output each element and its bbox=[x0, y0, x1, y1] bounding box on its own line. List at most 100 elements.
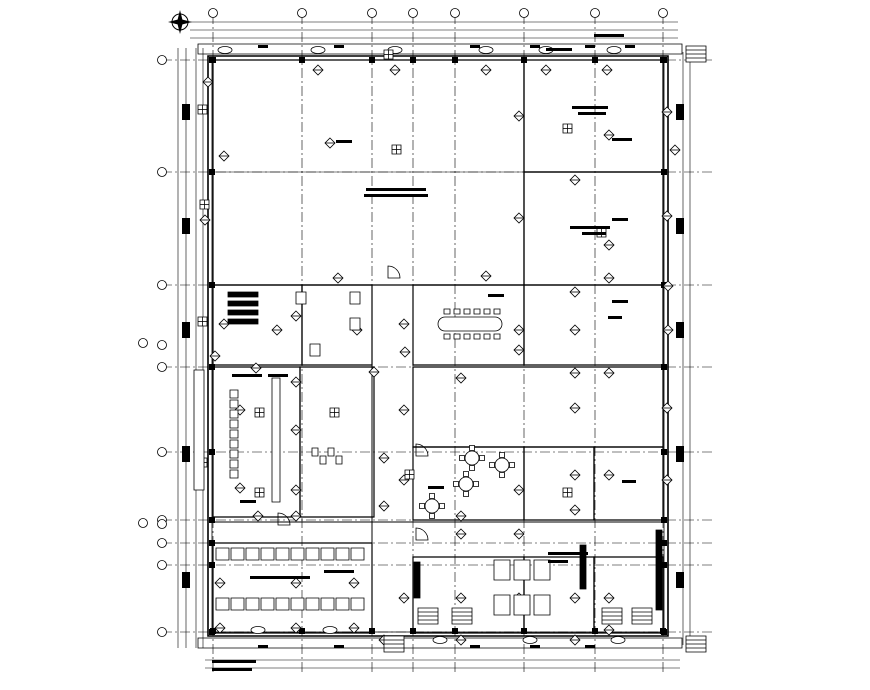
door-swing-icon bbox=[387, 265, 401, 279]
locker bbox=[230, 450, 238, 458]
shelving-unit bbox=[306, 548, 319, 560]
column bbox=[661, 562, 667, 568]
shelving-unit bbox=[321, 598, 334, 610]
column-grid-bubble-icon bbox=[451, 9, 460, 18]
shelving-unit bbox=[351, 548, 364, 560]
canopy-tick bbox=[334, 645, 344, 648]
canopy-tick bbox=[258, 645, 268, 648]
round-table-icon bbox=[425, 499, 439, 513]
column-grid-bubble-icon bbox=[158, 281, 167, 290]
room-tag-block bbox=[548, 560, 568, 563]
room-office-south-east-3 bbox=[594, 557, 663, 633]
room-tag-block bbox=[364, 194, 428, 197]
room-tag-block bbox=[612, 138, 632, 141]
shelving-unit bbox=[246, 598, 259, 610]
room-tag-blocks bbox=[212, 34, 636, 671]
chair bbox=[474, 334, 480, 339]
column bbox=[209, 517, 215, 523]
column-grid-bubbles bbox=[139, 9, 668, 637]
column bbox=[209, 449, 215, 455]
round-table-icon bbox=[465, 451, 479, 465]
exterior-vent bbox=[182, 446, 190, 462]
room-tag-block bbox=[212, 668, 252, 671]
column-grid-bubble-icon bbox=[520, 9, 529, 18]
bench bbox=[194, 370, 204, 490]
column-grid-bubble-icon bbox=[409, 9, 418, 18]
exterior-vent bbox=[182, 104, 190, 120]
chair bbox=[454, 334, 460, 339]
column bbox=[209, 57, 215, 63]
locker bbox=[230, 390, 238, 398]
kitchen-counter bbox=[580, 545, 586, 589]
chair bbox=[454, 482, 459, 487]
column bbox=[661, 449, 667, 455]
toilet-stall-icon bbox=[534, 560, 550, 580]
chair bbox=[510, 463, 515, 468]
shelving-unit bbox=[276, 598, 289, 610]
column bbox=[661, 629, 667, 635]
column-grid-bubble-icon bbox=[591, 9, 600, 18]
exterior-vent bbox=[676, 572, 684, 588]
chair bbox=[470, 446, 475, 451]
column-grid-bubble-icon bbox=[158, 341, 167, 350]
room-office-south-east-2 bbox=[594, 447, 663, 520]
room-tag-block bbox=[622, 480, 636, 483]
column bbox=[592, 628, 598, 634]
toilet-stall-icon bbox=[514, 595, 530, 615]
exterior-wall-outer bbox=[208, 56, 668, 636]
exterior-vent bbox=[182, 572, 190, 588]
column bbox=[661, 364, 667, 370]
shelving-unit bbox=[336, 598, 349, 610]
toilet-stall-icon bbox=[514, 560, 530, 580]
room-tag-block bbox=[268, 374, 288, 377]
column bbox=[209, 364, 215, 370]
level-marker-icon bbox=[250, 626, 266, 634]
shelving-unit bbox=[231, 548, 244, 560]
chair bbox=[444, 334, 450, 339]
canopy-north bbox=[198, 44, 682, 54]
locker bbox=[230, 410, 238, 418]
room-tag-block bbox=[612, 300, 628, 303]
chair bbox=[494, 309, 500, 314]
level-marker-icon bbox=[432, 636, 448, 644]
shelving-unit bbox=[261, 598, 274, 610]
canopy-tick bbox=[585, 645, 595, 648]
room-office-south-east-1 bbox=[524, 447, 594, 520]
column bbox=[661, 169, 667, 175]
column-grid-bubble-icon bbox=[139, 519, 148, 528]
room-tag-block bbox=[612, 218, 628, 221]
column-grid-bubble-icon bbox=[139, 339, 148, 348]
column bbox=[209, 540, 215, 546]
exterior-vent bbox=[182, 218, 190, 234]
shelving-unit bbox=[336, 548, 349, 560]
conference-table-icon bbox=[438, 317, 502, 331]
chair bbox=[474, 309, 480, 314]
chair bbox=[484, 309, 490, 314]
chair bbox=[454, 309, 460, 314]
canopy-tick bbox=[258, 45, 268, 48]
door-swing-icon bbox=[415, 443, 429, 457]
shelving-unit bbox=[351, 598, 364, 610]
exterior-wall-inner bbox=[212, 60, 664, 632]
locker bbox=[230, 400, 238, 408]
column bbox=[209, 282, 215, 288]
canopy-tick bbox=[585, 45, 595, 48]
canopy-tick bbox=[334, 45, 344, 48]
shelving-unit bbox=[216, 548, 229, 560]
exterior-vent bbox=[676, 218, 684, 234]
chair bbox=[464, 472, 469, 477]
walls bbox=[198, 44, 682, 648]
shelving-unit bbox=[216, 598, 229, 610]
level-marker-icon bbox=[322, 626, 338, 634]
column-grid-lines bbox=[162, 14, 712, 672]
chair bbox=[494, 334, 500, 339]
desk bbox=[228, 301, 258, 306]
chair bbox=[440, 504, 445, 509]
room-tag-block bbox=[366, 188, 426, 191]
column bbox=[452, 628, 458, 634]
column-grid-bubble-icon bbox=[158, 520, 167, 529]
room-tag-block bbox=[488, 294, 504, 297]
door-swing-icon bbox=[277, 512, 291, 526]
column-grid-bubble-icon bbox=[158, 539, 167, 548]
